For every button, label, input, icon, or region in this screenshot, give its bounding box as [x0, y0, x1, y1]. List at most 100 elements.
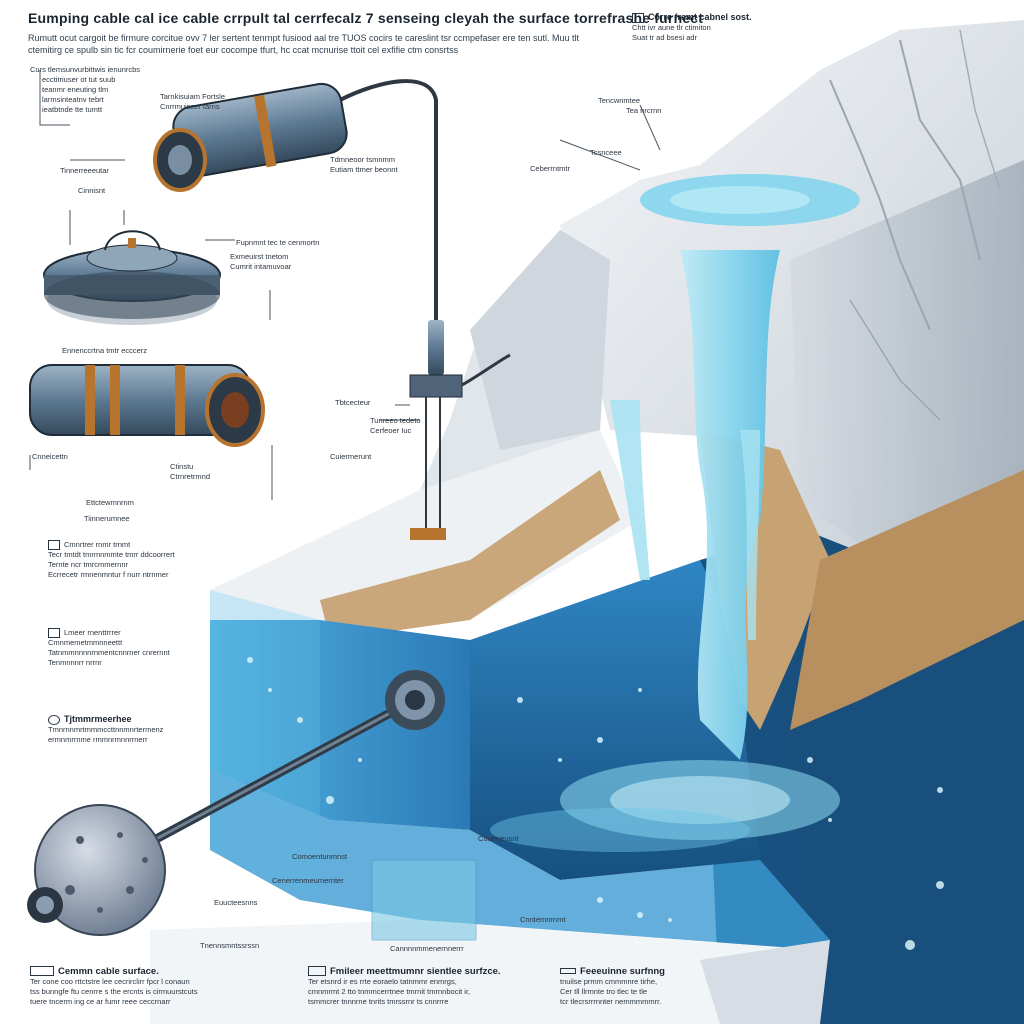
label-line: Cnrrmuiscer tarns — [160, 102, 220, 111]
callout-heading: Tjtmmrmeerhee — [48, 714, 163, 725]
label-cyl-mid: Ettctewmnrnm — [86, 498, 134, 507]
label-bottom-small: Cuueneusnt — [478, 834, 519, 843]
label-base: Cannnnmmenernnerrr — [390, 944, 464, 953]
footer-line: tuere tncerm ing ce ar fumr reee ceccrna… — [30, 997, 171, 1006]
label-line: Tarnkisuiam Fortsle — [160, 92, 226, 101]
mid-callout-3: Tjtmmrmeerhee Tmnrnnmrtmmmccttnnmnrterme… — [48, 714, 163, 745]
melt-probe-assembly — [27, 670, 445, 936]
callout-line: teanmr eneuting tlm — [42, 85, 109, 94]
label-tinner: Tinnerreeeutar — [60, 166, 109, 175]
callout-line: Cmnmemetmmnneettt — [48, 638, 123, 648]
gauge-icon — [48, 628, 60, 639]
footer-section-1: Cemmn cable surface. Ter cone coo rttcts… — [30, 966, 290, 1007]
top-right-note-line: Suat tr ad bsesi adr — [632, 32, 698, 42]
sensor-icon — [48, 714, 60, 725]
label-ice-right-1: Cenerrenmeumernter — [272, 876, 344, 885]
callout-line: Tenmnnnrr nrrnr — [48, 658, 102, 668]
callout-line: Tmnrnnmrtmmmccttnnmnrtermenz — [48, 724, 164, 734]
top-right-note-heading: Corre fremt cabnel sost. — [632, 12, 752, 23]
label-probe-1: Euucteesnns — [214, 898, 258, 907]
label-ice-side: Comoentunmnst — [292, 852, 348, 861]
footer-heading: Feeeuinne surfnng — [560, 966, 710, 977]
anchor-plate — [410, 528, 446, 540]
drill-head-ball — [34, 804, 166, 936]
footer-line: cmnmrmt 2 tto tnmmcerrtnee tmrnit tmrnnb… — [308, 987, 471, 996]
label-ring-left: Fupnmnt tec te cenmortn — [236, 238, 320, 247]
footer-line: tcr tlecrsrrrnnter nemmmmmrr. — [560, 997, 662, 1006]
label-base-2: Cnntemnrnmt — [520, 915, 566, 924]
callout-line: ieatbtnde tte tumtt — [42, 105, 103, 114]
label-cyl-bottom-right: Ctinstu Ctrnretrmnd — [170, 462, 210, 482]
callout-line: Ecrrecetr rmnenmntur f nurr ntrnmer — [48, 570, 169, 580]
footer-line: tnuilse prmm cmmmnre tirhe, — [560, 977, 658, 986]
ice-shelf — [560, 20, 1024, 560]
label-rod-c: Ceberrntmtr — [530, 164, 571, 173]
mid-callout-1: Cmnrtrer rnmr trnmt Tecr tmtdt tmrmnmmte… — [48, 540, 175, 580]
probe-icon — [560, 968, 576, 975]
label-tiinner: Tiinnerumnee — [84, 514, 130, 523]
footer-line: tsmmcrer tnnnrne tnrits tmrssrnr ts cnnr… — [308, 997, 449, 1006]
label-line: Tdmneoor tsmnmm — [330, 155, 396, 164]
diagram-title: Eumping cable cal ice cable crrpult tal … — [28, 10, 704, 26]
callout-line: larmsinteatnv tebrt — [42, 95, 104, 104]
ground-base — [150, 920, 830, 1024]
label-ring-right: Exmeuirst tnetom Cumrit intamuvoar — [230, 252, 291, 272]
label-cap-mid: Tdmneoor tsmnmm Eutiam ttmer beonnt — [330, 155, 398, 175]
label-cap-top: Tarnkisuiam Fortsle Cnrrmuiscer tarns — [160, 92, 225, 112]
footer-heading: Cemmn cable surface. — [30, 966, 290, 977]
surface-bracket — [409, 374, 463, 398]
sample-window — [371, 859, 477, 941]
label-line: Exmeuirst tnetom — [230, 252, 289, 261]
footer-section-2: Fmileer meettmumnr sientlee surfzce. Ter… — [308, 966, 548, 1007]
component-power-cylinder — [29, 364, 265, 447]
label-line: Cerfeoer Iuc — [370, 426, 412, 435]
label-line: Tea nrcrnn — [626, 106, 662, 115]
footer-line: tss bunngfe ftu cenrre s the ercnts is c… — [30, 987, 198, 996]
cable-icon — [30, 966, 54, 977]
callout-line: Curs tlemsunvurbittwis ienunrcbs — [30, 65, 141, 74]
meltwater-plume — [490, 174, 860, 852]
component-disc-module — [43, 230, 221, 325]
label-cinnisnt: Cinnisnt — [78, 186, 106, 195]
callout-line: ermnmrrnme rmmnrmnnrrnerr — [48, 734, 148, 744]
top-right-note: Corre fremt cabnel sost. Chtt ivr aune t… — [632, 12, 752, 43]
callout-line: ecctitriuser ot tut suub — [42, 75, 116, 84]
note-icon — [632, 12, 644, 23]
callout-line: Tatnmmnnnnrnmentcnnrner cnrernnt — [48, 648, 170, 658]
cable-coupler — [428, 320, 444, 375]
footer-heading: Fmileer meettmumnr sientlee surfzce. — [308, 966, 548, 977]
footer-line: Ter etsnrd ir es rrte eoraelo tatnmmr en… — [308, 977, 457, 986]
water-bubbles — [247, 657, 944, 950]
battery-icon — [48, 540, 60, 551]
module-icon — [308, 966, 326, 977]
label-cyl-right: Cuiermerunt — [330, 452, 372, 461]
label-line: Tencwnmtee — [598, 96, 641, 105]
mid-callout-2: Lmeer rnenttrrrer Cmnmemetmmnneettt Tatn… — [48, 628, 170, 668]
component-sensor-cylinder — [153, 82, 348, 192]
label-ennenc: Ennenccrtna tmtr ecccerz — [62, 346, 148, 355]
label-probe-2: Tnennsmntssrssn — [200, 941, 260, 950]
callout-line: Cmnrtrer rnmr trnmt — [48, 540, 175, 551]
label-line: Ctinstu — [170, 462, 194, 471]
left-callout-1: Curs tlemsunvurbittwis ienunrcbs ecctitr… — [30, 65, 140, 115]
tether-cable — [339, 79, 511, 540]
footer-section-3: Feeeuinne surfnng tnuilse prmm cmmmnre t… — [560, 966, 710, 1007]
footer-line: Cer tll llrmnte tro tlec te tle — [560, 987, 648, 996]
label-line: Tunreeo tedeto — [370, 416, 421, 425]
label-ice-top-2: Tcsnceee — [590, 148, 622, 157]
label-line: Ctrnretrmnd — [170, 472, 211, 481]
callout-line: Ternte ncr tmrcmmernnr — [48, 560, 129, 570]
label-rod-a: Tbtcecteur — [335, 398, 371, 407]
leader-lines — [29, 70, 661, 500]
callout-line: Lmeer rnenttrrrer — [48, 628, 170, 639]
label-line: Eutiam ttmer beonnt — [330, 165, 398, 174]
top-right-note-line: Chtt ivr aune tlr ctimiton — [632, 22, 711, 32]
diagram-subtitle: Rumutt ocut cargoit be firmure corcitue … — [28, 33, 580, 55]
label-line: Cumrit intamuvoar — [230, 262, 292, 271]
label-rod-b: Tunreeo tedeto Cerfeoer Iuc — [370, 416, 421, 436]
callout-line: Tecr tmtdt tmrmnmmte tmrr ddcoorrert — [48, 550, 175, 560]
footer-line: Ter cone coo rttctstre lee cecrirclirr f… — [30, 977, 190, 986]
label-ice-top: Tencwnmtee Tea nrcrnn — [598, 96, 661, 116]
label-cnneicettn: Cnneicettn — [32, 452, 68, 461]
